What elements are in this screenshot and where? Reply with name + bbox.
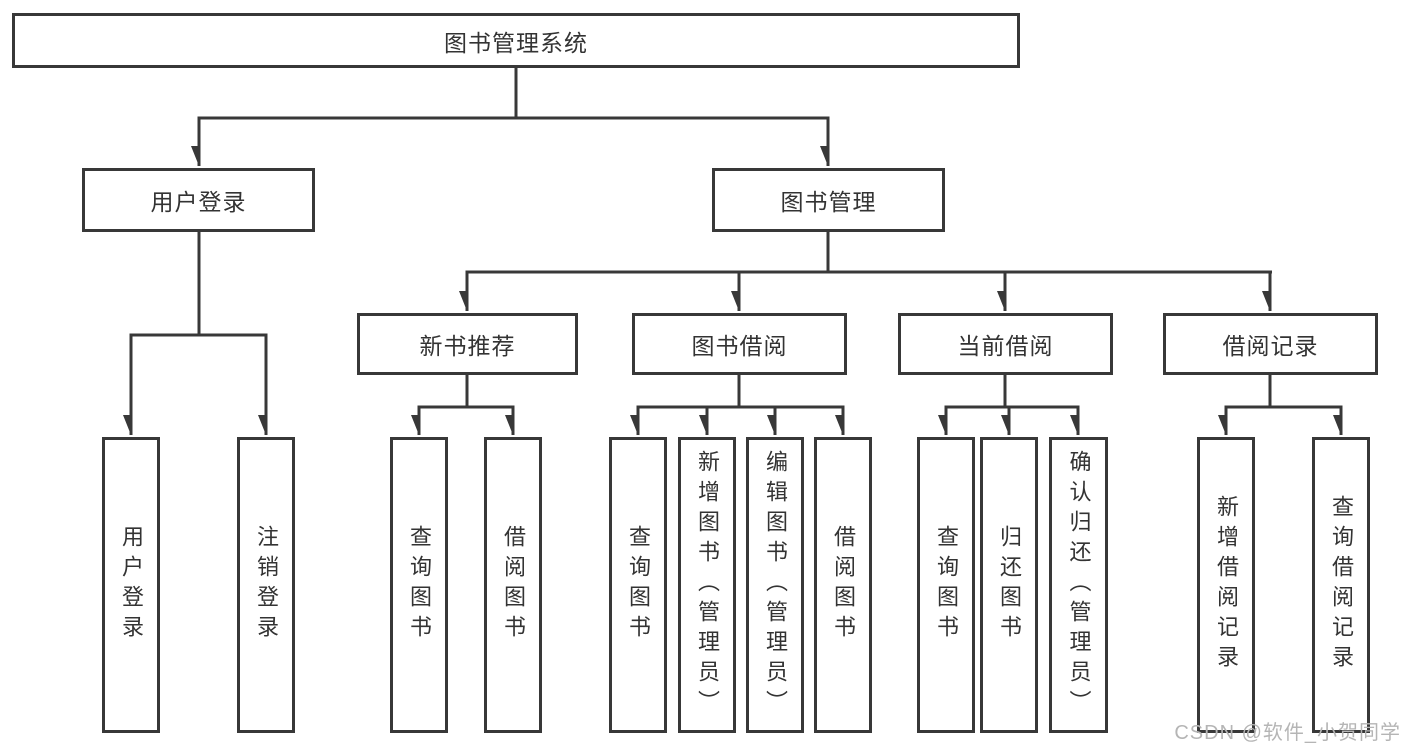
leaf-user-login: 用户登录 — [102, 437, 160, 733]
leaf-return-book: 归还图书 — [980, 437, 1038, 733]
leaf-logout: 注销登录 — [237, 437, 295, 733]
leaf-borrow-books-recommend: 借阅图书 — [484, 437, 542, 733]
leaf-borrow-books: 借阅图书 — [814, 437, 872, 733]
connector-current-borrow-group — [945, 375, 1080, 435]
leaf-query-books-recommend: 查询图书 — [390, 437, 448, 733]
connector-root-to-level2 — [198, 68, 830, 166]
leaf-query-books-borrow: 查询图书 — [609, 437, 667, 733]
connector-user-login-group — [130, 232, 268, 435]
connector-book-mgmt-group — [466, 232, 1272, 311]
leaf-add-book-admin: 新增图书（管理员） — [678, 437, 736, 733]
leaf-query-books-current: 查询图书 — [917, 437, 975, 733]
leaf-add-borrow-record: 新增借阅记录 — [1197, 437, 1255, 733]
node-current-borrow: 当前借阅 — [898, 313, 1113, 375]
node-book-borrow: 图书借阅 — [632, 313, 847, 375]
node-borrow-records: 借阅记录 — [1163, 313, 1378, 375]
node-root-system: 图书管理系统 — [12, 13, 1020, 68]
node-user-login: 用户登录 — [82, 168, 315, 232]
leaf-confirm-return-admin: 确认归还（管理员） — [1049, 437, 1108, 733]
connector-book-borrow-group — [637, 375, 845, 435]
leaf-query-borrow-record: 查询借阅记录 — [1312, 437, 1370, 733]
connector-new-book-rec-group — [418, 375, 515, 435]
node-book-management: 图书管理 — [712, 168, 945, 232]
node-new-book-recommend: 新书推荐 — [357, 313, 578, 375]
connector-borrow-records-group — [1225, 375, 1343, 435]
leaf-edit-book-admin: 编辑图书（管理员） — [746, 437, 804, 733]
